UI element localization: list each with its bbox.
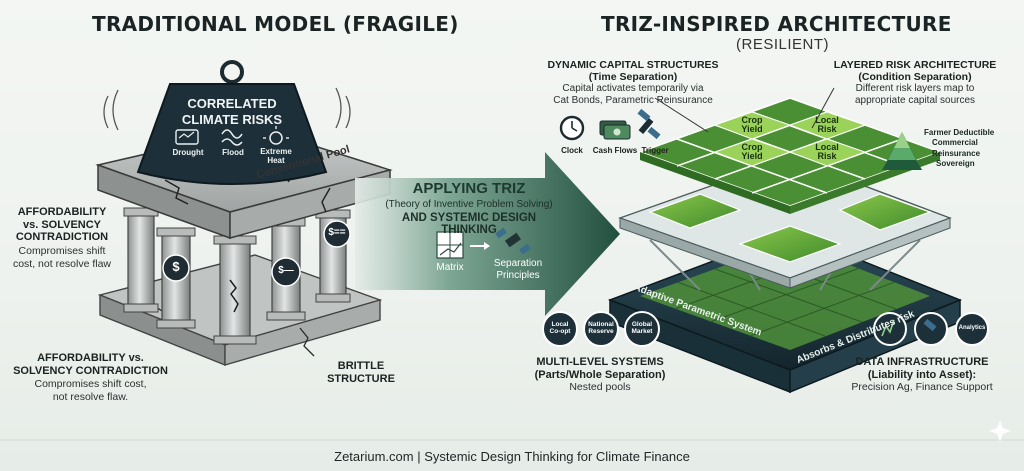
tile-2-line1: Local (815, 115, 839, 125)
pillar-symbol-2: $== (328, 227, 346, 238)
brittle-label: BRITTLE STRUCTURE (316, 360, 406, 385)
matrix-label: Matrix (436, 262, 464, 273)
tile-2-line2: Risk (817, 124, 837, 135)
badge-local-line2: Co-opt (549, 327, 571, 335)
heat-label-line1: Extreme (260, 147, 292, 156)
brittle-line1: BRITTLE (337, 360, 385, 372)
weight-label-line1: CORRELATED (187, 96, 277, 111)
weight-label: CORRELATED CLIMATE RISKS (165, 96, 299, 129)
tile-local-risk-1: Local Risk (807, 115, 847, 135)
dynamic-title2: (Time Separation) (588, 71, 678, 84)
badge-local-line1: Local (551, 321, 569, 328)
weight-label-line2: CLIMATE RISKS (181, 112, 283, 128)
layered-risk-block: LAYERED RISK ARCHITECTURE (Condition Sep… (815, 59, 1015, 107)
callout-bottom: AFFORDABILITY vs. SOLVENCY CONTRADICTION… (8, 352, 173, 403)
pyramid-sovereign: Sovereign (936, 159, 975, 169)
dynamic-capital-block: DYNAMIC CAPITAL STRUCTURES (Time Separat… (533, 59, 733, 107)
badge-national-line1: National (588, 321, 614, 328)
callout-top-title2: vs. SOLVENCY (22, 218, 102, 231)
heat-label: Extreme Heat (256, 147, 296, 166)
tile-3-line2: Yield (741, 151, 763, 162)
footer-credit: Zetarium.com | Systemic Design Thinking … (334, 449, 690, 464)
triz-arrow (355, 152, 620, 316)
layered-body2: appropriate capital sources (854, 95, 976, 107)
multi-title1: MULTI-LEVEL SYSTEMS (536, 356, 664, 368)
data-body: Precision Ag, Finance Support (851, 381, 993, 394)
right-title: TRIZ-INSPIRED ARCHITECTURE (601, 12, 952, 36)
tile-1-line2: Yield (741, 124, 763, 135)
tile-3-line1: Crop (741, 142, 763, 152)
clock-label: Clock (561, 146, 583, 155)
dynamic-capital-icons (559, 108, 661, 141)
cashflows-label: Cash Flows (592, 146, 638, 155)
flood-label: Flood (222, 148, 244, 157)
pillar-symbol-3: $— (278, 265, 294, 276)
tile-crop-yield-2: Crop Yield (732, 142, 772, 162)
badge-global-line1: Global (631, 321, 653, 328)
badge-national: National Reserve (587, 321, 615, 336)
pyramid-farmer: Farmer Deductible (924, 128, 995, 137)
right-subtitle: (RESILIENT) (736, 36, 830, 53)
triz-line2: (Theory of Inventive Problem Solving) (385, 199, 553, 210)
callout-top-body1: Compromises shift (18, 244, 106, 257)
dynamic-title1: DYNAMIC CAPITAL STRUCTURES (547, 59, 719, 71)
callout-top-title1: AFFORDABILITY (17, 206, 107, 218)
risk-pyramid (882, 132, 922, 170)
separation-line1: Separation (493, 258, 543, 269)
callout-bottom-title2: SOLVENCY CONTRADICTION (13, 364, 168, 377)
triz-label: APPLYING TRIZ (Theory of Inventive Probl… (374, 180, 564, 236)
badge-national-line2: Reserve (588, 327, 614, 335)
separation-line2: Principles (496, 269, 540, 281)
multi-title2: (Parts/Whole Separation) (534, 368, 666, 381)
heat-label-line2: Heat (267, 155, 285, 165)
left-title: TRADITIONAL MODEL (FRAGILE) (92, 12, 459, 36)
triz-line3: AND SYSTEMIC DESIGN THINKING (401, 212, 537, 236)
callout-bottom-title1: AFFORDABILITY vs. (37, 352, 144, 364)
badge-global-line2: Market (631, 327, 653, 335)
badge-global: Global Market (628, 321, 656, 336)
triz-line1: APPLYING TRIZ (412, 180, 526, 197)
data-infrastructure-badges (873, 312, 989, 346)
pyramid-commercial: Commercial (932, 138, 978, 148)
callout-top-body2: cost, not resolve flaw (12, 257, 112, 270)
tile-local-risk-2: Local Risk (807, 142, 847, 162)
brittle-line2: STRUCTURE (327, 372, 395, 385)
analytics-badge-label: Analytics (958, 325, 986, 331)
dynamic-body1: Capital activates temporarily via (562, 83, 704, 95)
layered-title2: (Condition Separation) (858, 71, 972, 84)
tile-1-line1: Crop (741, 115, 763, 125)
layered-title1: LAYERED RISK ARCHITECTURE (833, 59, 997, 71)
tile-4-line1: Local (815, 142, 839, 152)
data-infrastructure-block: DATA INFRASTRUCTURE (Liability into Asse… (842, 356, 1002, 394)
pyramid-reinsurance: Reinsurance (932, 148, 981, 158)
tile-4-line2: Risk (817, 151, 837, 162)
multi-level-block: MULTI-LEVEL SYSTEMS (Parts/Whole Separat… (525, 356, 675, 394)
drought-label: Drought (172, 148, 204, 157)
multi-body: Nested pools (569, 381, 631, 394)
callout-bottom-body1: Compromises shift cost, (34, 378, 147, 391)
data-title2: (Liability into Asset): (867, 368, 977, 381)
badge-local: Local Co-opt (546, 321, 574, 336)
multi-level-badges (542, 311, 660, 347)
callout-top-title3: CONTRADICTION (15, 231, 109, 244)
data-title1: DATA INFRASTRUCTURE (855, 356, 989, 368)
pillar-symbol-1: $ (172, 259, 180, 274)
tile-crop-yield-1: Crop Yield (732, 115, 772, 135)
dynamic-body2: Cat Bonds, Parametric Reinsurance (553, 95, 713, 107)
callout-top: AFFORDABILITY vs. SOLVENCY CONTRADICTION… (8, 206, 116, 270)
trigger-label: Trigger (641, 146, 669, 155)
pyramid-labels: Farmer Deductible Commercial Reinsurance… (924, 128, 994, 170)
resilient-architecture (607, 87, 962, 394)
layered-body1: Different risk layers map to (855, 83, 975, 95)
callout-bottom-body2: not resolve flaw. (52, 390, 129, 403)
weight-icons (175, 126, 289, 146)
separation-label: Separation Principles (488, 258, 548, 281)
